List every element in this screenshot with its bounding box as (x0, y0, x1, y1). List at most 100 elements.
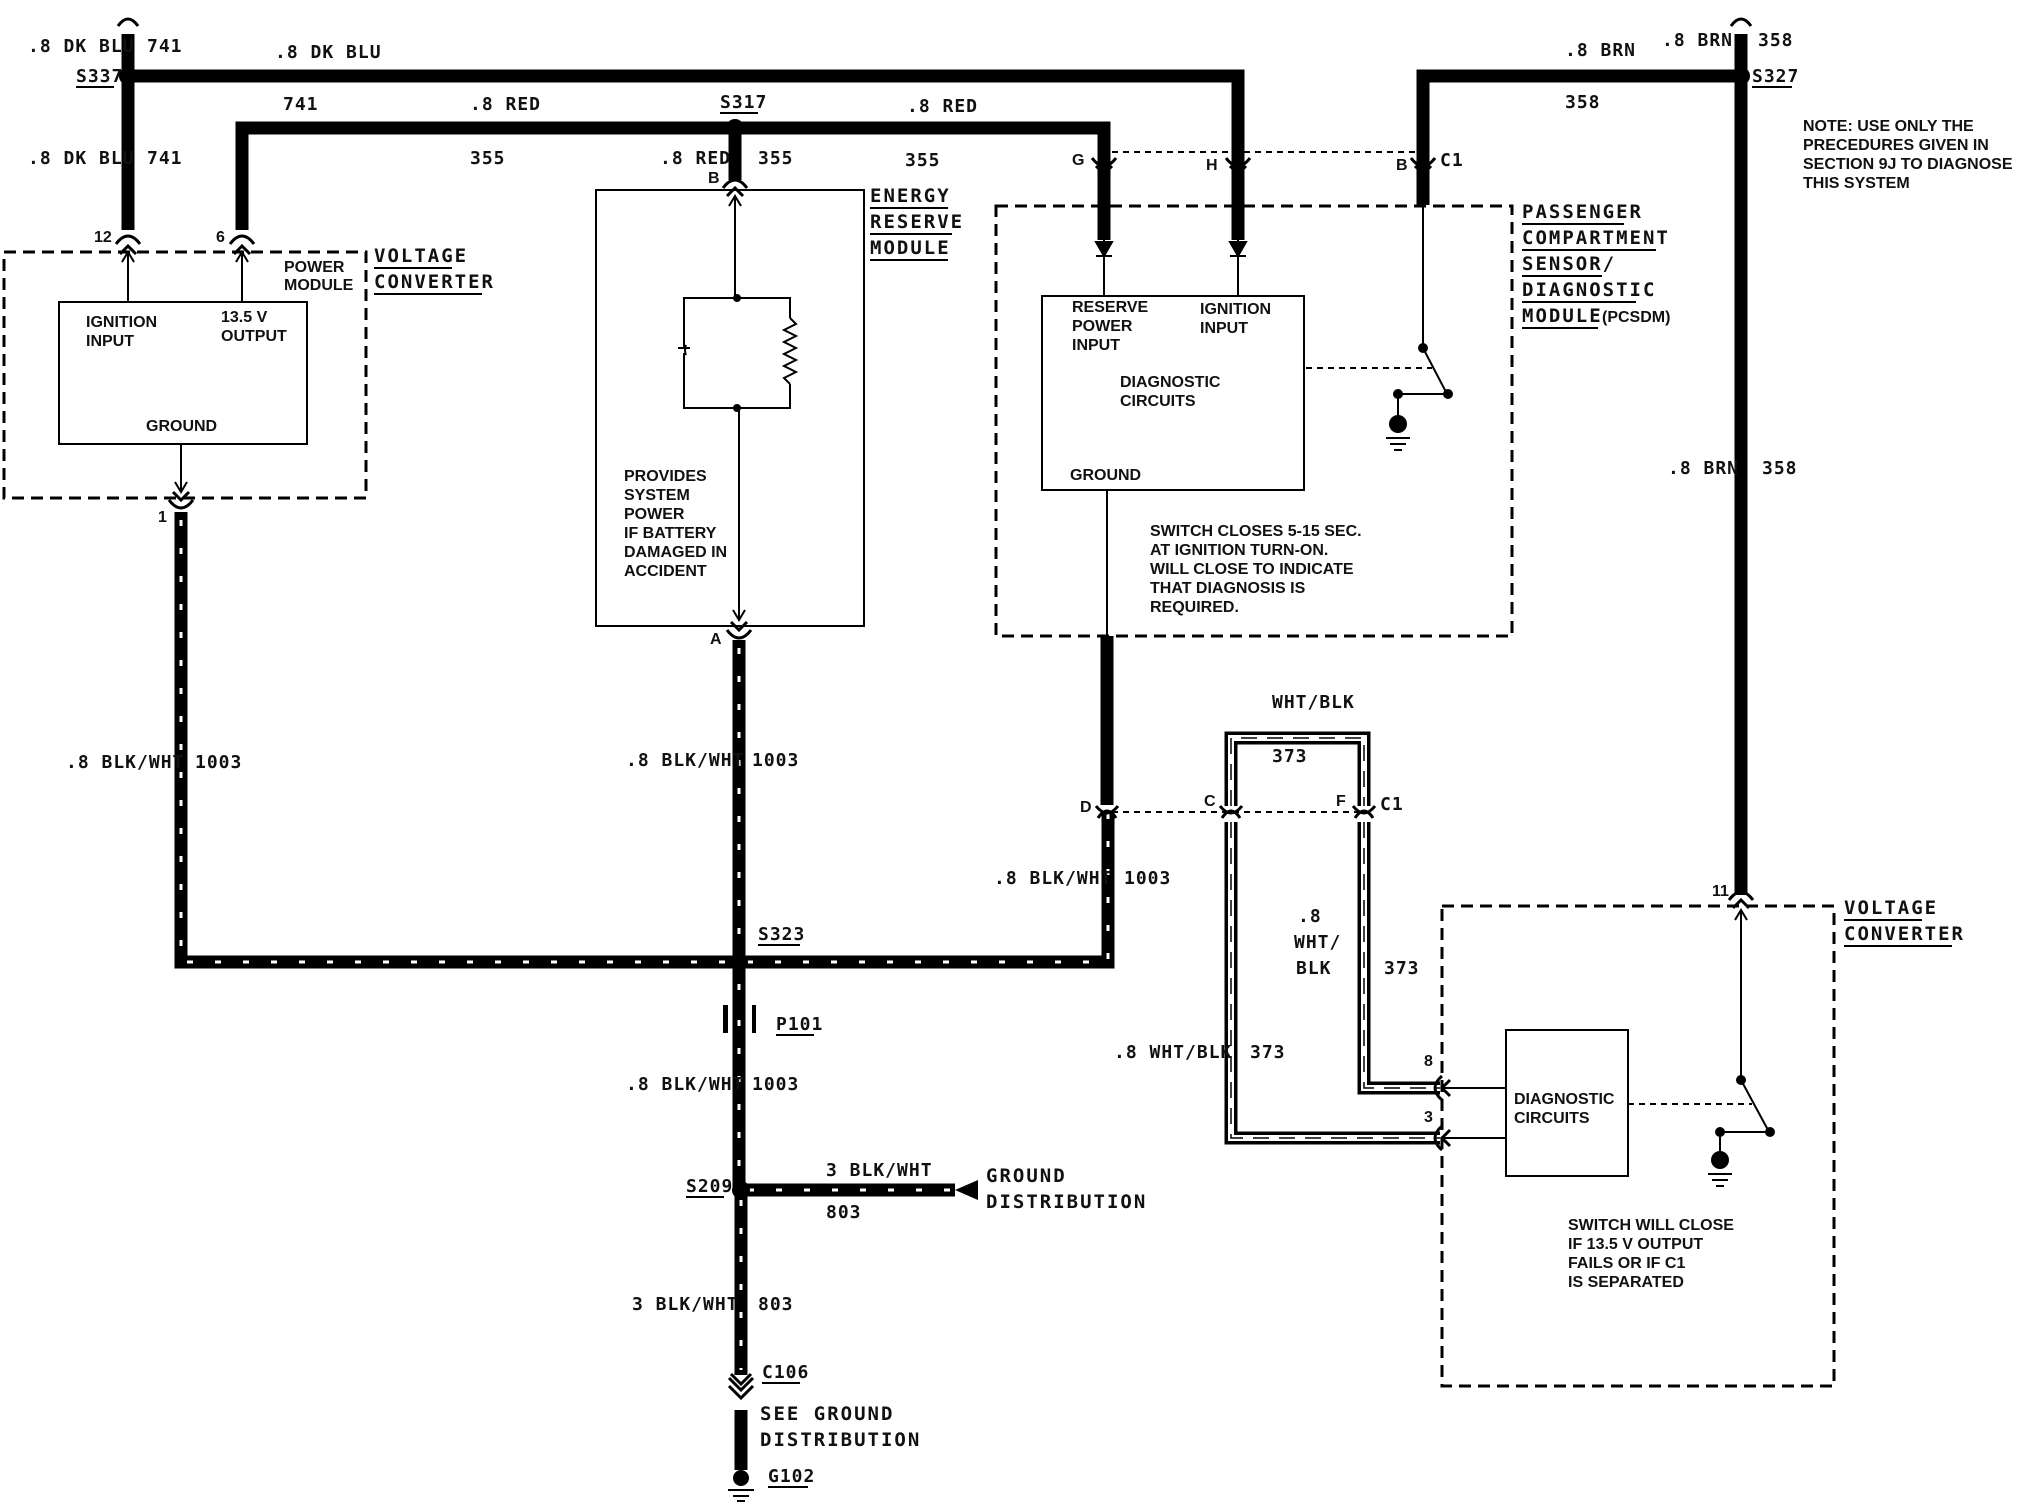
vc-right-switch-icon (1708, 908, 1775, 1187)
circuit-number: 373 (1272, 746, 1308, 767)
note-line: THIS SYSTEM (1803, 175, 1910, 192)
pin-label: D (1080, 799, 1092, 816)
voltage-converter-left-box (2, 250, 368, 500)
ground-distribution-label: GROUND (986, 1165, 1067, 1187)
vc-right-switch-note: IF 13.5 V OUTPUT (1568, 1236, 1703, 1253)
pcsdm-switch-note: WILL CLOSE TO INDICATE (1150, 561, 1354, 578)
wire-label: .8 BRN (1662, 30, 1733, 51)
splice-s209 (732, 1181, 750, 1199)
circuit-number: 373 (1384, 958, 1420, 979)
ground-symbol-icon (728, 1489, 754, 1502)
circuit-number: 355 (905, 150, 941, 171)
power-module-label: MODULE (284, 277, 354, 294)
circuit-number: 1003 (752, 750, 799, 771)
circuit-number: 1003 (195, 752, 242, 773)
splice-s337 (119, 67, 137, 85)
pcsdm-ground-label: GROUND (1070, 467, 1141, 484)
ground-label: GROUND (146, 418, 217, 435)
power-module-label: POWER (284, 259, 345, 276)
pcsdm-title: COMPARTMENT (1522, 227, 1670, 249)
voltage-converter-right-title: VOLTAGE (1844, 897, 1938, 919)
pin-label: A (710, 631, 722, 648)
pcsdm-title: SENSOR/ (1522, 253, 1616, 275)
vc-right-switch-note: IS SEPARATED (1568, 1274, 1684, 1291)
pin-label: 11 (1712, 883, 1729, 900)
reserve-power-label: INPUT (1072, 337, 1120, 354)
pin-label: 6 (216, 229, 225, 246)
erm-description: PROVIDES (624, 468, 707, 485)
connector-label: C1 (1440, 150, 1464, 171)
pcsdm-box (994, 204, 1514, 638)
wire-break-icon (116, 17, 140, 27)
see-ground-label: SEE GROUND (760, 1403, 894, 1425)
voltage-converter-right-box (1440, 904, 1836, 1388)
wire-label: 3 BLK/WHT (826, 1160, 933, 1181)
splice-label: C106 (762, 1362, 809, 1383)
see-ground-label: DISTRIBUTION (760, 1429, 921, 1451)
energy-reserve-module-box (595, 189, 865, 627)
splice-label: S323 (758, 924, 805, 945)
wire-label: .8 BLK/WHT (626, 750, 744, 771)
circuit-number: 1003 (752, 1074, 799, 1095)
connector-label: C1 (1380, 794, 1404, 815)
pin-label: B (708, 170, 720, 187)
circuit-number: 355 (470, 148, 506, 169)
wire-373-wht-blk-group (1224, 731, 1440, 1145)
splice-s317 (726, 119, 744, 137)
wire-label: BLK (1296, 958, 1332, 979)
circuit-number: 803 (758, 1294, 794, 1315)
connector-c106-icon (727, 1376, 755, 1401)
splice-s327 (1732, 67, 1750, 85)
note-line: PRECEDURES GIVEN IN (1803, 137, 1989, 154)
circuit-number: 355 (758, 148, 794, 169)
wire-label: .8 DK BLU (28, 36, 135, 57)
wire-label: .8 WHT/BLK (1114, 1042, 1232, 1063)
circuit-number: 358 (1762, 458, 1798, 479)
note-line: NOTE: USE ONLY THE (1803, 118, 1974, 135)
circuit-number: 741 (283, 94, 319, 115)
ignition-input-label: INPUT (86, 333, 134, 350)
voltage-converter-left-title: VOLTAGE (374, 245, 468, 267)
wire-label: .8 RED (470, 94, 541, 115)
erm-description: DAMAGED IN (624, 544, 727, 561)
splice-label: S327 (1752, 66, 1799, 87)
output-label: 13.5 V (221, 309, 268, 326)
pcsdm-switch-note: REQUIRED. (1150, 599, 1239, 616)
erm-title: ENERGY (870, 185, 951, 207)
wire-label: .8 BLK/WHT (66, 752, 184, 773)
pin-label: F (1336, 793, 1346, 810)
circuit-number: 741 (147, 36, 183, 57)
vc-right-diagnostic-label: CIRCUITS (1514, 1110, 1590, 1127)
pcsdm-diagnostic-box (1041, 295, 1305, 491)
erm-description: SYSTEM (624, 487, 690, 504)
ground-distribution-label: DISTRIBUTION (986, 1191, 1147, 1213)
wire-label: 3 BLK/WHT (632, 1294, 739, 1315)
circuit-number: 741 (147, 148, 183, 169)
vc-right-diagnostic-label: DIAGNOSTIC (1514, 1091, 1615, 1108)
ground-distribution-arrow-icon (955, 1180, 978, 1200)
pin-label: 3 (1424, 1109, 1433, 1126)
note-line: SECTION 9J TO DIAGNOSE (1803, 156, 2013, 173)
wire-741-dk-blu-top (128, 69, 1245, 205)
wire-label: .8 RED (907, 96, 978, 117)
wire-label: .8 DK BLU (28, 148, 135, 169)
pin-label: G (1072, 152, 1084, 169)
splice-label: S209 (686, 1176, 733, 1197)
capacitor-resistor-icon (678, 294, 799, 412)
diode-icon (1094, 241, 1114, 259)
wire-label: WHT/BLK (1272, 692, 1355, 713)
pin-label: H (1206, 157, 1218, 174)
wire-355-red (235, 121, 1111, 230)
wire-label: .8 BRN (1565, 40, 1636, 61)
ignition-input-label: IGNITION (86, 314, 157, 331)
wire-label: .8 BLK/WHT (626, 1074, 744, 1095)
splice-label: S317 (720, 92, 767, 113)
pcsdm-ignition-label: IGNITION (1200, 301, 1271, 318)
wire-label: .8 DK BLU (275, 42, 382, 63)
wire-358-brn-top (1416, 69, 1741, 205)
wire-label: .8 BLK/WHT (994, 868, 1112, 889)
diode-icon (1228, 241, 1248, 259)
vc-right-switch-note: SWITCH WILL CLOSE (1568, 1217, 1734, 1234)
erm-description: POWER (624, 506, 685, 523)
wire-1003-left (174, 512, 1115, 969)
